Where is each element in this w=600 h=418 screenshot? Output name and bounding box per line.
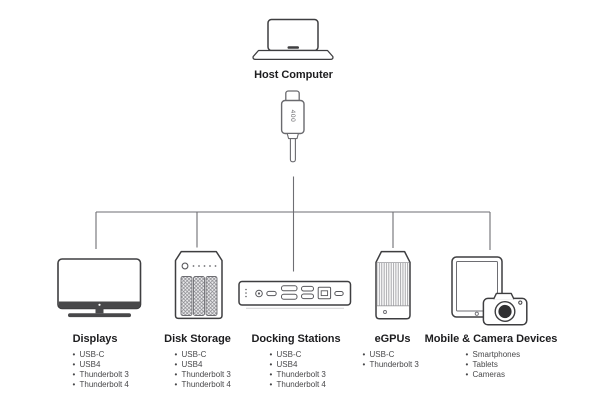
viewfinder-dot [518, 300, 523, 305]
dock-ports [245, 285, 344, 300]
display-icon [57, 258, 142, 318]
list-item: Thunderbolt 3 [175, 370, 231, 380]
list-item: Thunderbolt 3 [270, 370, 326, 380]
egpu-icon [375, 250, 411, 320]
list-item: Tablets [466, 360, 521, 370]
list-item: Thunderbolt 4 [175, 380, 231, 390]
connection-list-docking-stations: USB-C USB4 Thunderbolt 3 Thunderbolt 4 [270, 350, 326, 390]
usb-c-port-icon [334, 291, 344, 296]
usb-c-port-icon [266, 290, 277, 297]
list-item: Thunderbolt 4 [270, 380, 326, 390]
display-port-icon [281, 285, 298, 292]
device-label-disk-storage: Disk Storage [164, 333, 231, 345]
status-led-dots [192, 265, 217, 267]
connection-list-mobile-camera: Smartphones Tablets Cameras [466, 350, 521, 380]
power-button-icon [181, 262, 189, 270]
list-item: Cameras [466, 370, 521, 380]
host-computer-label: Host Computer [254, 69, 333, 81]
list-item: USB-C [73, 350, 129, 360]
list-item: USB-C [270, 350, 326, 360]
list-item: USB4 [73, 360, 129, 370]
connection-list-egpus: USB-C Thunderbolt 3 [363, 350, 419, 370]
list-item: Thunderbolt 3 [73, 370, 129, 380]
cooling-fins [377, 262, 409, 306]
cable-speed-marking: 400 [289, 110, 296, 123]
list-item: USB-C [363, 350, 419, 360]
home-button-icon [474, 311, 479, 316]
power-led-icon [383, 310, 387, 314]
disk-storage-icon [174, 250, 223, 320]
connector-lines [95, 176, 491, 272]
usb-c-cable-icon: 400 [280, 90, 305, 163]
device-label-egpus: eGPUs [374, 333, 411, 345]
usb-a-port-icon [301, 285, 314, 292]
connection-list-disk-storage: USB-C USB4 Thunderbolt 3 Thunderbolt 4 [175, 350, 231, 390]
camera-icon [482, 292, 528, 326]
connection-list-displays: USB-C USB4 Thunderbolt 3 Thunderbolt 4 [73, 350, 129, 390]
list-item: USB-C [175, 350, 231, 360]
docking-station-icon [238, 280, 352, 309]
laptop-icon [252, 18, 334, 61]
display-logo-dot [98, 303, 101, 306]
drive-bays [180, 276, 218, 316]
list-item: USB4 [175, 360, 231, 370]
mobile-camera-icon [451, 256, 528, 326]
list-item: Thunderbolt 4 [73, 380, 129, 390]
ethernet-port-icon [317, 286, 332, 300]
device-label-displays: Displays [72, 333, 118, 345]
list-item: Smartphones [466, 350, 521, 360]
device-label-mobile-camera: Mobile & Camera Devices [424, 333, 558, 345]
device-label-docking-stations: Docking Stations [251, 333, 341, 345]
list-item: Thunderbolt 3 [363, 360, 419, 370]
list-item: USB4 [270, 360, 326, 370]
